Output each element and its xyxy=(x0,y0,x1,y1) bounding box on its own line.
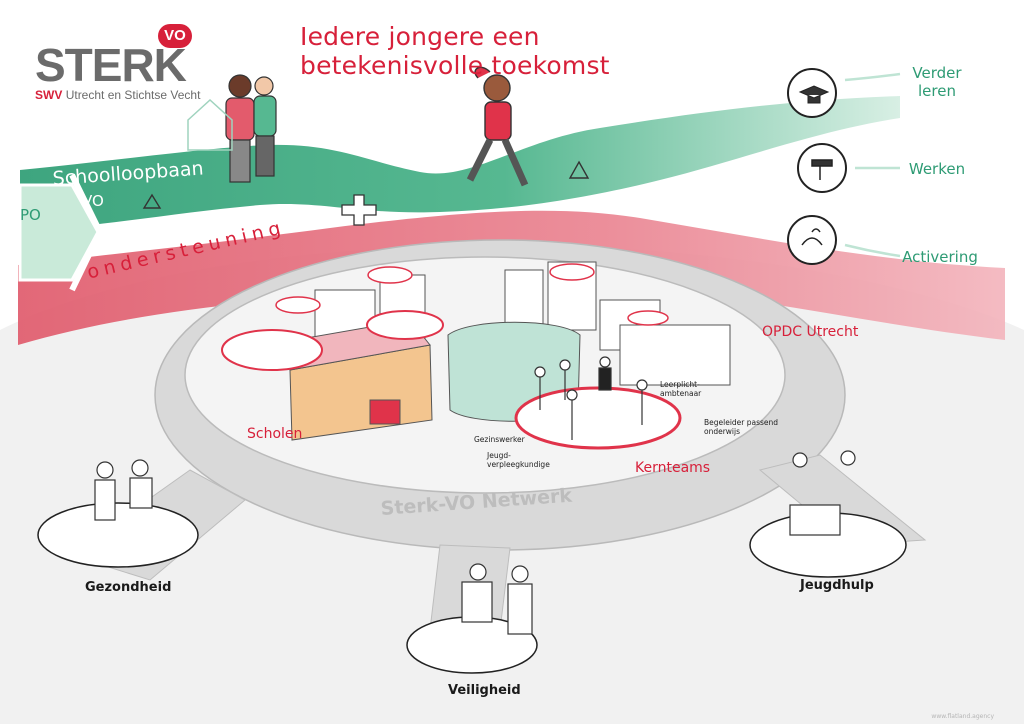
gezinswerker-label: Gezinswerker xyxy=(474,435,525,444)
kernteams-label: Kernteams xyxy=(635,460,711,476)
po-label: PO xyxy=(20,206,41,224)
vo-arrow-edge xyxy=(69,173,104,292)
outcome-connector-3 xyxy=(844,243,901,258)
people-figures xyxy=(534,356,648,440)
gezondheid-platform xyxy=(37,502,199,568)
outcome-werken: Werken xyxy=(908,160,966,178)
warning-icon-2 xyxy=(568,160,590,179)
jeugdhulp-label: Jeugdhulp xyxy=(800,578,874,593)
outcome-verder-leren: Verder leren xyxy=(912,64,962,100)
jeugdverpleegkundige-label: Jeugd-verpleegkundige xyxy=(487,451,550,469)
leerplicht-label: Leerplicht-ambtenaar xyxy=(660,380,702,398)
outcome-activering: Activering xyxy=(902,248,978,266)
vo-label: VO xyxy=(82,192,104,210)
scholen-bubble-5 xyxy=(549,263,595,281)
logo-subtitle: SWV Utrecht en Stichtse Vecht xyxy=(35,88,200,102)
paint-roller-icon xyxy=(797,143,847,193)
walking-student xyxy=(466,66,529,187)
po-arrow xyxy=(18,183,100,282)
rabbit-sprout-icon xyxy=(787,215,837,265)
kernteams-bubble xyxy=(514,386,682,450)
scholen-bubble-3 xyxy=(275,296,321,314)
scholen-bubble-1 xyxy=(221,329,323,371)
house-sketch xyxy=(187,98,233,151)
begeleider-label: Begeleider passend onderwijs xyxy=(704,418,779,436)
partner-figures xyxy=(94,450,856,635)
warning-icon-1 xyxy=(142,193,162,209)
scholen-bubble-4 xyxy=(367,266,413,284)
scholen-bubble-2 xyxy=(366,310,444,340)
page-title: Iedere jongere een betekenisvolle toekom… xyxy=(300,22,610,80)
couple-figures xyxy=(225,74,277,183)
opdc-bubble xyxy=(627,310,669,326)
logo-badge: VO xyxy=(158,24,192,48)
schoolloopbaan-band xyxy=(20,96,900,232)
gezondheid-label: Gezondheid xyxy=(85,580,172,595)
logo-region: Utrecht en Stichtse Vecht xyxy=(65,88,201,102)
scholen-label: Scholen xyxy=(247,426,303,442)
footer-credit: www.flatland.agency xyxy=(931,713,994,720)
plus-icon xyxy=(341,194,377,226)
outcome-connector-1 xyxy=(844,72,901,82)
logo-wordmark: STERK xyxy=(35,39,187,91)
logo-swv: SWV xyxy=(35,88,63,102)
opdc-label: OPDC Utrecht xyxy=(762,324,859,340)
city-skyline xyxy=(314,261,731,386)
veiligheid-label: Veiligheid xyxy=(448,683,521,698)
